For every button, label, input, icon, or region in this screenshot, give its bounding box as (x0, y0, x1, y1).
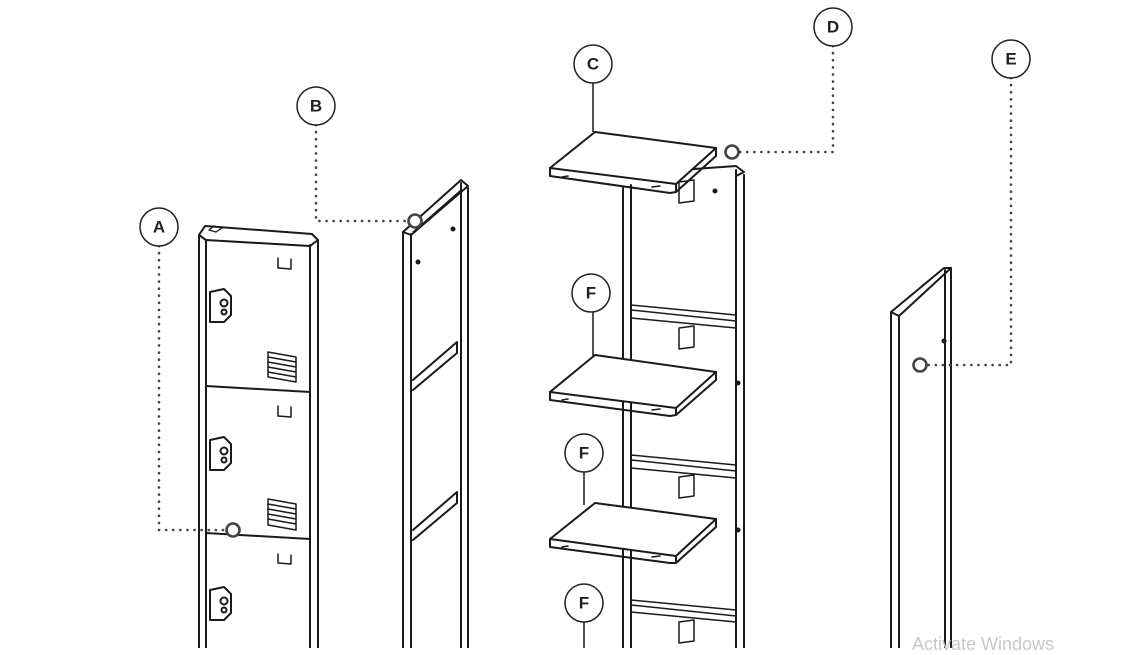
callout-circle-b (296, 86, 336, 126)
callout-label-b: B (310, 97, 322, 116)
door-handle-top (209, 288, 232, 323)
back-frame-post (622, 165, 745, 648)
number-plate-brackets (277, 257, 292, 565)
callout-label-c: C (587, 55, 599, 74)
door-panel-assembly (198, 225, 319, 648)
callout-label-f1: F (586, 284, 596, 303)
attach-point-d (724, 144, 740, 160)
callout-label-f3: F (579, 594, 589, 613)
leader-a (157, 244, 228, 532)
door-handle-middle (209, 436, 232, 471)
callout-circle-f2 (564, 433, 604, 473)
callout-circle-f1 (571, 273, 611, 313)
attach-point-b (407, 213, 423, 229)
leader-b (314, 123, 410, 223)
activation-watermark: Activate Windows (912, 634, 1055, 654)
leader-d (738, 44, 835, 154)
callout-label-a: A (153, 218, 165, 237)
vent-louvers-bottom (267, 498, 297, 531)
callout-circle-f3 (564, 583, 604, 623)
attach-point-e (912, 357, 928, 373)
callout-label-d: D (827, 18, 839, 37)
callout-label-e: E (1005, 50, 1016, 69)
leader-e (926, 76, 1013, 367)
callout-label-f2: F (579, 444, 589, 463)
top-panel (549, 131, 717, 194)
callout-circle-c (573, 44, 613, 84)
front-frame-post (402, 179, 469, 648)
side-panel (890, 267, 952, 648)
vent-louvers-top (267, 351, 297, 383)
callout-circle-d (813, 7, 853, 47)
callout-circle-e (991, 39, 1031, 79)
callout-circle-a (139, 207, 179, 247)
shelf-2 (549, 502, 717, 564)
shelf-1 (549, 354, 717, 417)
attach-point-a (225, 522, 241, 538)
door-handle-bottom (209, 586, 232, 621)
